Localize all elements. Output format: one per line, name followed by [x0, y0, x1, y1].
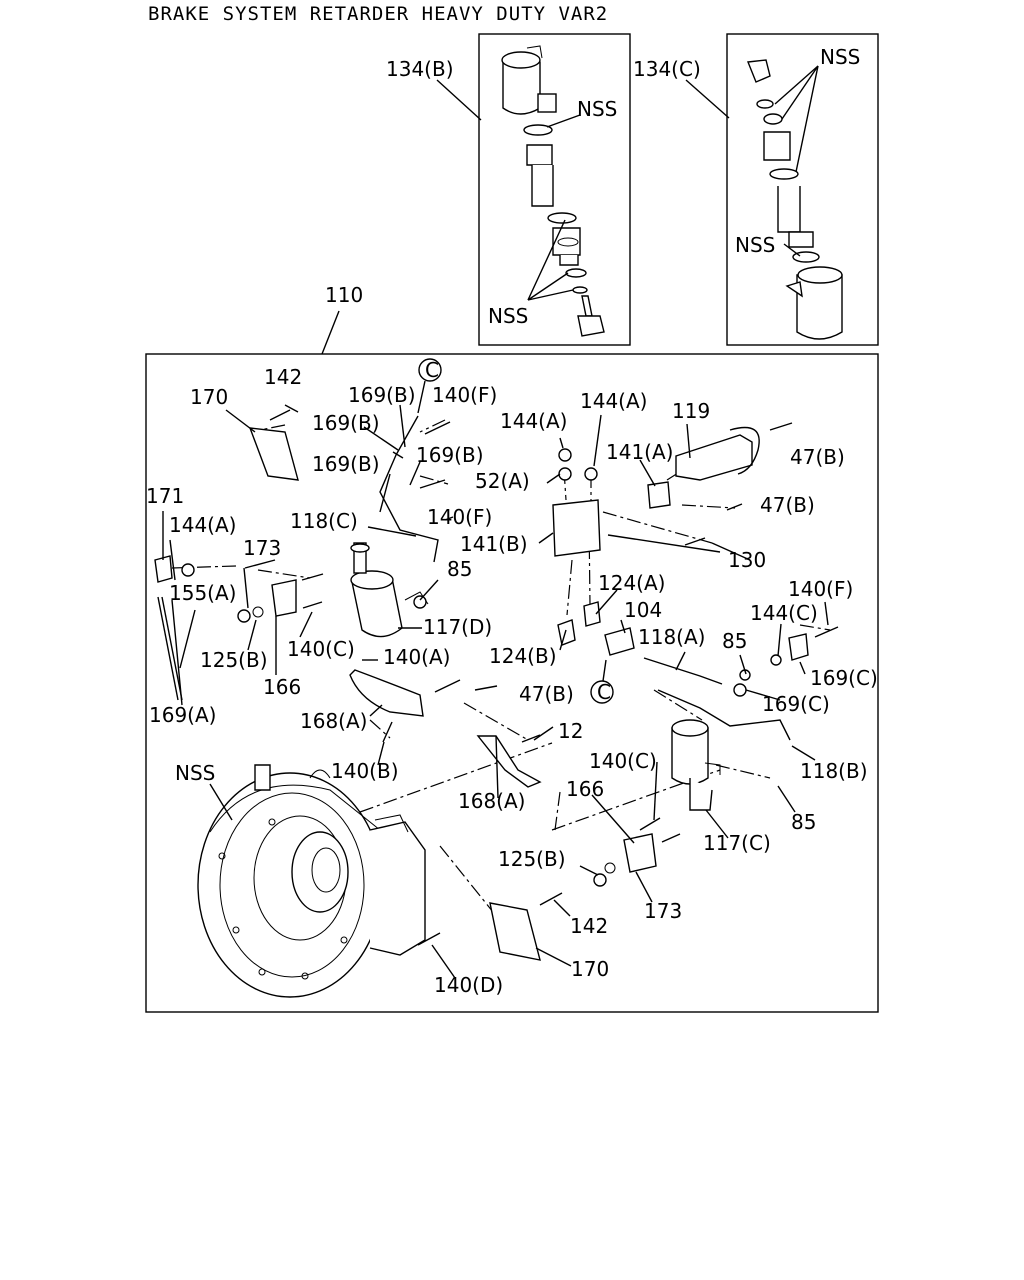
label-140a: 140(A) — [383, 645, 450, 669]
label-140c-2: 140(C) — [589, 749, 657, 773]
label-170-lower: 170 — [571, 957, 609, 981]
label-52a: 52(A) — [475, 469, 530, 493]
inset-134b — [436, 33, 631, 346]
label-141b: 141(B) — [460, 532, 528, 556]
label-nss-main: NSS — [175, 761, 215, 785]
label-168a-lower: 168(A) — [458, 789, 525, 813]
label-144a-1: 144(A) — [500, 409, 567, 433]
label-173-lower: 173 — [644, 899, 682, 923]
label-144a-2: 144(A) — [580, 389, 647, 413]
label-124a: 124(A) — [598, 571, 665, 595]
label-141a: 141(A) — [606, 440, 673, 464]
label-171: 171 — [146, 484, 184, 508]
label-134c: 134(C) — [633, 57, 701, 81]
label-140b: 140(B) — [331, 759, 399, 783]
label-85-2: 85 — [722, 629, 747, 653]
label-140f-2: 140(F) — [427, 505, 492, 529]
retarder-housing — [197, 764, 426, 998]
label-117d: 117(D) — [423, 615, 492, 639]
pipe-118c — [379, 415, 439, 563]
bracket-173-lower — [623, 833, 657, 873]
label-118a: 118(A) — [638, 625, 705, 649]
bracket-170-lower — [489, 902, 541, 961]
label-nss-134b-bottom: NSS — [488, 304, 528, 328]
label-134b: 134(B) — [386, 57, 454, 81]
label-118b: 118(B) — [800, 759, 868, 783]
label-170-upper: 170 — [190, 385, 228, 409]
label-110: 110 — [325, 283, 363, 307]
label-144a-3: 144(A) — [169, 513, 236, 537]
label-callout-c-lower: C — [597, 680, 611, 704]
plate-141b — [552, 499, 601, 557]
label-130: 130 — [728, 548, 766, 572]
bracket-168a-lower — [476, 735, 542, 788]
inset-134c — [685, 33, 879, 346]
label-104: 104 — [624, 598, 662, 622]
label-144c: 144(C) — [750, 601, 818, 625]
label-169b-4: 169(B) — [312, 452, 380, 476]
leader-lines — [162, 404, 829, 979]
label-166-lower: 166 — [566, 777, 604, 801]
label-166-upper: 166 — [263, 675, 301, 699]
label-124b: 124(B) — [489, 644, 557, 668]
label-85-1: 85 — [447, 557, 472, 581]
inset-134c-frame — [726, 33, 879, 346]
label-125b-2: 125(B) — [498, 847, 566, 871]
label-47b-2: 47(B) — [760, 493, 815, 517]
callout-c-upper — [418, 358, 442, 382]
bracket-170-upper — [248, 427, 299, 481]
label-142-upper: 142 — [264, 365, 302, 389]
label-140c-1: 140(C) — [287, 637, 355, 661]
cylinder-117c — [671, 719, 721, 811]
label-155a: 155(A) — [169, 581, 236, 605]
label-47b-3: 47(B) — [519, 682, 574, 706]
label-12: 12 — [558, 719, 583, 743]
label-140f-1: 140(F) — [432, 383, 497, 407]
label-47b-1: 47(B) — [790, 445, 845, 469]
label-169a: 169(A) — [149, 703, 216, 727]
label-callout-c-upper: C — [425, 358, 439, 382]
label-118c: 118(C) — [290, 509, 358, 533]
label-125b-1: 125(B) — [200, 648, 268, 672]
label-140f-3: 140(F) — [788, 577, 853, 601]
cylinder-117d — [350, 542, 429, 638]
bolts — [269, 404, 839, 946]
valve-119 — [675, 434, 753, 481]
label-117c: 117(C) — [703, 831, 771, 855]
bracket-168a-upper — [349, 669, 424, 717]
label-169c-1: 169(C) — [810, 666, 878, 690]
callout-c-lower — [590, 680, 614, 704]
pipe-118b — [657, 689, 791, 741]
inset-134b-frame — [478, 33, 631, 346]
main-frame-110 — [145, 353, 879, 1013]
label-nss-134b-top: NSS — [577, 97, 617, 121]
valve-104 — [604, 627, 635, 656]
label-119: 119 — [672, 399, 710, 423]
label-169b-1: 169(B) — [348, 383, 416, 407]
hose-155a — [157, 596, 179, 701]
label-169c-2: 169(C) — [762, 692, 830, 716]
diagram-title: BRAKE SYSTEM RETARDER HEAVY DUTY VAR2 — [148, 3, 609, 25]
label-nss-134c-mid: NSS — [735, 233, 775, 257]
label-169b-2: 169(B) — [312, 411, 380, 435]
pipe-118a — [643, 657, 723, 685]
callout-labels: 134(B) 134(C) NSS NSS NSS NSS 110 142 17… — [146, 45, 878, 997]
label-168a-upper: 168(A) — [300, 709, 367, 733]
label-173-upper: 173 — [243, 536, 281, 560]
label-nss-134c-top: NSS — [820, 45, 860, 69]
label-142-lower: 142 — [570, 914, 608, 938]
label-85-3: 85 — [791, 810, 816, 834]
label-169b-3: 169(B) — [416, 443, 484, 467]
plate-141a — [647, 481, 671, 509]
label-140d: 140(D) — [434, 973, 503, 997]
bracket-173-upper — [271, 579, 297, 617]
